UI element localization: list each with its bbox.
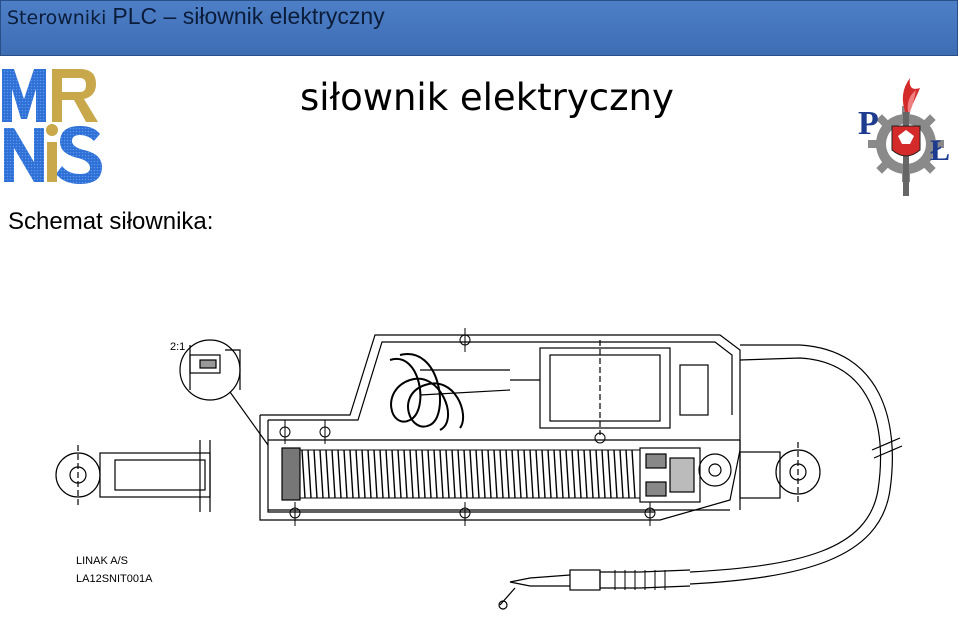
header-bar: Sterowniki PLC – siłownik elektryczny — [0, 0, 958, 56]
header-title-part2: PLC – siłownik elektryczny — [112, 3, 385, 29]
university-logo: P Ł — [858, 78, 950, 196]
logo-letter-l: Ł — [930, 134, 950, 167]
logo-letter-p: P — [858, 105, 879, 142]
slide-title: siłownik elektryczny — [300, 76, 674, 119]
header-title-part1: Sterowniki — [7, 7, 113, 29]
schematic-caption: Schemat siłownika: — [8, 208, 214, 235]
header-title: Sterowniki PLC – siłownik elektryczny — [7, 3, 385, 30]
mrns-logo — [2, 69, 102, 184]
manufacturer-label: LINAK A/S — [76, 555, 128, 567]
model-number-label: LA12SNIT001A — [76, 573, 153, 585]
actuator-schematic: 2:1 — [55, 328, 903, 610]
detail-scale-label: 2:1 — [170, 341, 185, 353]
